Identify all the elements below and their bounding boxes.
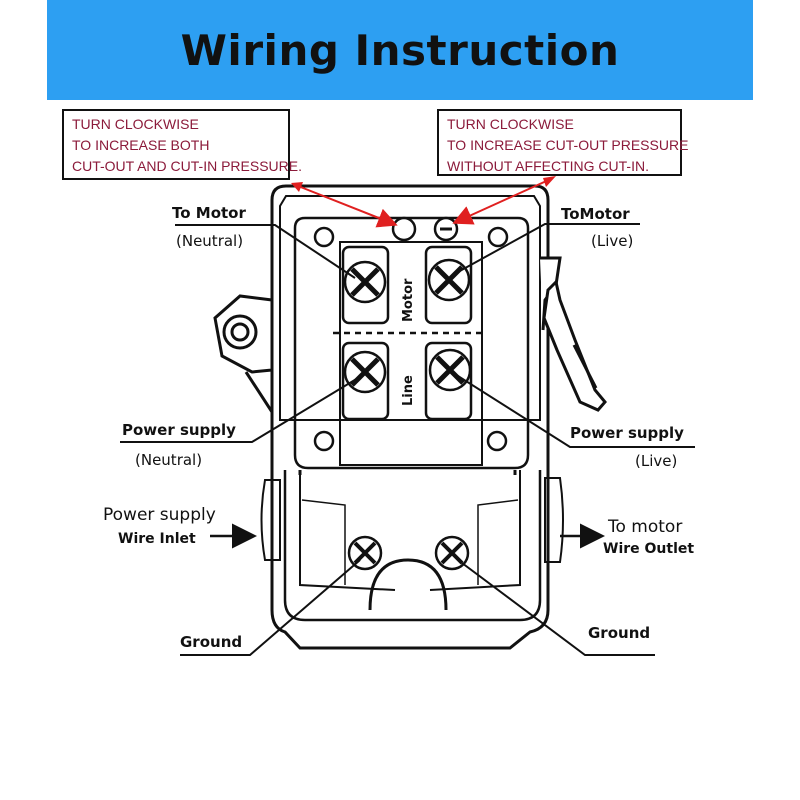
unloader-lever: [540, 256, 607, 412]
note-both-pressure: TURN CLOCKWISE TO INCREASE BOTH CUT-OUT …: [62, 109, 302, 180]
note-left-line-2: TO INCREASE BOTH: [72, 137, 210, 153]
screw-motor-neutral: [343, 260, 387, 304]
label-to-motor-left: To Motor: [172, 204, 246, 222]
screw-ground-left: [347, 535, 383, 571]
note-left-line-3: CUT-OUT AND CUT-IN PRESSURE.: [72, 158, 302, 174]
red-arrows: [292, 177, 554, 228]
label-ground-right: Ground: [588, 624, 650, 642]
note-left-line-1: TURN CLOCKWISE: [72, 116, 199, 132]
screw-line-live: [428, 348, 472, 392]
terminal-screws: [343, 258, 472, 571]
red-arrowheads-start: [291, 176, 556, 192]
plate-holes: [313, 226, 509, 452]
label-outlet-line-1: To motor: [607, 517, 682, 537]
label-to-motor-left-sub: (Neutral): [176, 232, 243, 250]
note-cutout-pressure: TURN CLOCKWISE TO INCREASE CUT-OUT PRESS…: [437, 109, 689, 176]
note-right-line-2: TO INCREASE CUT-OUT PRESSURE: [447, 137, 689, 153]
note-right-line-3: WITHOUT AFFECTING CUT-IN.: [447, 158, 649, 174]
label-ground-left: Ground: [180, 633, 242, 651]
header-banner: Wiring Instruction: [47, 0, 753, 100]
motor-vertical-label: Motor: [401, 278, 416, 322]
switch-housing: [260, 184, 564, 650]
line-vertical-label: Line: [401, 375, 416, 406]
mounting-nut: [213, 294, 274, 413]
label-to-motor-right-sub: (Live): [591, 232, 633, 250]
label-power-supply-right-sub: (Live): [635, 452, 677, 470]
label-inlet-line-1: Power supply: [103, 505, 216, 525]
label-power-supply-left: Power supply: [122, 421, 236, 439]
adjustment-screws: [391, 216, 459, 242]
screw-line-neutral: [343, 350, 387, 394]
leader-lines: [120, 223, 695, 656]
label-inlet-line-2: Wire Inlet: [118, 531, 196, 547]
label-power-supply-right: Power supply: [570, 424, 684, 442]
screw-motor-live: [427, 258, 471, 302]
label-power-supply-left-sub: (Neutral): [135, 451, 202, 469]
note-right-line-1: TURN CLOCKWISE: [447, 116, 574, 132]
label-outlet-line-2: Wire Outlet: [603, 541, 694, 557]
page-title: Wiring Instruction: [180, 25, 620, 75]
label-to-motor-right: ToMotor: [561, 205, 630, 223]
